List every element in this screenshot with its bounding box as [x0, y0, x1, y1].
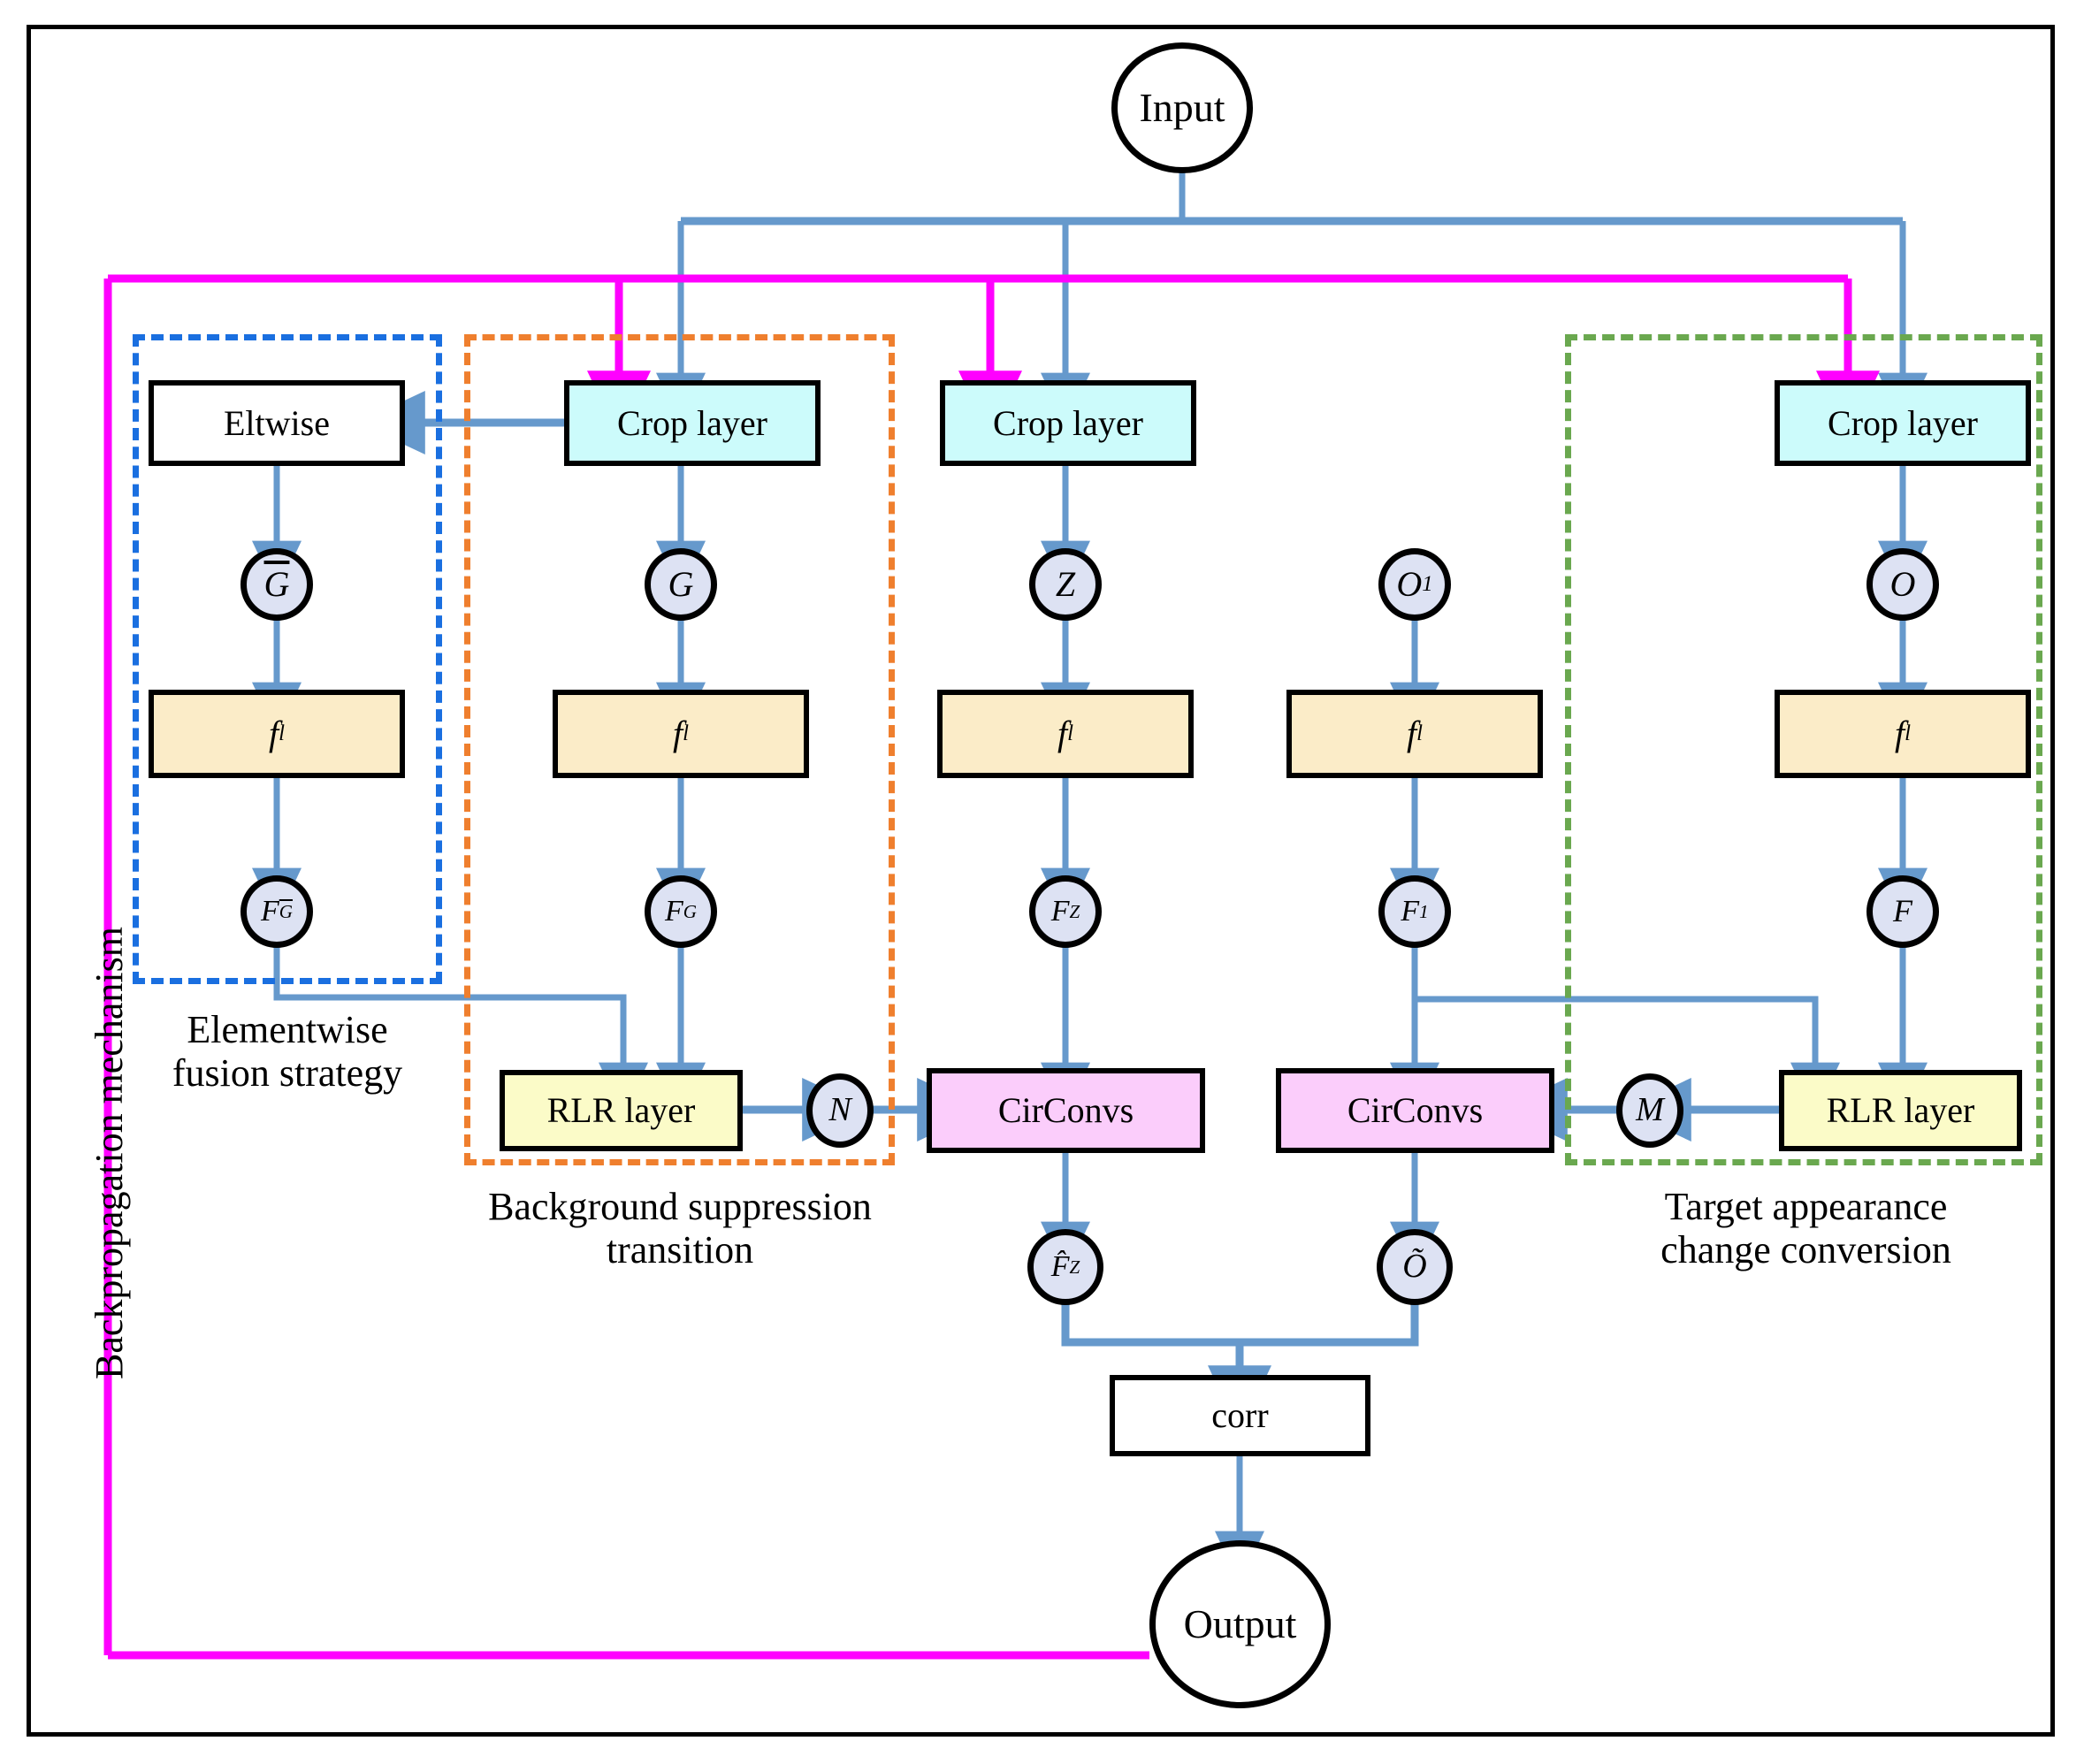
- rlr-layer-left-label: RLR layer: [546, 1090, 696, 1130]
- output-label: Output: [1183, 1600, 1297, 1646]
- circonvs-right[interactable]: CirConvs: [1276, 1068, 1554, 1153]
- crop-layer-label-z: Crop layer: [993, 402, 1143, 443]
- fl-base-5: f: [1894, 714, 1905, 753]
- tensor-m-label: M: [1636, 1091, 1664, 1129]
- tensor-gbar[interactable]: G: [240, 548, 313, 621]
- caption-target-line2: change conversion: [1660, 1228, 1951, 1272]
- feature-f-z-sub: Z: [1069, 900, 1080, 922]
- fl-base-3: f: [1057, 714, 1068, 753]
- caption-background-line2: transition: [606, 1228, 754, 1272]
- caption-target-appearance: Target appearance change conversion: [1565, 1185, 2047, 1272]
- fl-base-2: f: [672, 714, 683, 753]
- feature-f-label: F: [1893, 893, 1912, 929]
- caption-background-line1: Background suppression: [488, 1185, 872, 1228]
- tensor-o[interactable]: O: [1866, 548, 1939, 621]
- caption-background-suppression: Background suppression transition: [438, 1185, 922, 1272]
- tensor-gbar-label: G: [263, 564, 290, 604]
- fl-exp-3: l: [1067, 721, 1073, 745]
- feature-f-1-sub: 1: [1419, 900, 1429, 922]
- tensor-o-label: O: [1889, 564, 1916, 604]
- region-target-appearance: [1565, 334, 2042, 1165]
- circonvs-left-label: CirConvs: [997, 1090, 1134, 1130]
- fl-exp-2: l: [683, 721, 689, 745]
- fl-base-4: f: [1406, 714, 1417, 753]
- input-label: Input: [1139, 84, 1225, 130]
- output-node[interactable]: Output: [1149, 1540, 1331, 1708]
- region-elementwise-fusion: [133, 334, 442, 984]
- caption-elementwise-line1: Elementwise: [187, 1008, 388, 1051]
- feature-o-tilde-label: Õ: [1402, 1248, 1427, 1286]
- circonvs-left[interactable]: CirConvs: [927, 1068, 1205, 1153]
- circonvs-right-label: CirConvs: [1347, 1090, 1484, 1130]
- feature-f-gbar-base: F: [260, 895, 279, 928]
- rlr-layer-right[interactable]: RLR layer: [1779, 1070, 2022, 1151]
- crop-layer-block-o[interactable]: Crop layer: [1775, 380, 2031, 466]
- input-node[interactable]: Input: [1111, 42, 1253, 173]
- tensor-m[interactable]: M: [1616, 1073, 1683, 1148]
- feature-f-hat-z-sub: Z: [1069, 1256, 1080, 1278]
- caption-elementwise-line2: fusion strategy: [172, 1051, 403, 1096]
- tensor-o1-sub: 1: [1422, 571, 1433, 596]
- tensor-g[interactable]: G: [645, 548, 717, 621]
- tensor-n[interactable]: N: [806, 1073, 874, 1148]
- tensor-g-label: G: [668, 564, 694, 604]
- crop-layer-label-o: Crop layer: [1828, 402, 1978, 443]
- caption-target-line1: Target appearance: [1664, 1185, 1948, 1228]
- corr-label: corr: [1211, 1395, 1269, 1435]
- rlr-layer-right-label: RLR layer: [1826, 1090, 1975, 1130]
- feature-f-hat-z[interactable]: F̂Z: [1027, 1229, 1103, 1305]
- tensor-z[interactable]: Z: [1029, 548, 1102, 621]
- feature-f[interactable]: F: [1866, 875, 1939, 948]
- fl-exp-5: l: [1905, 721, 1911, 745]
- feature-o-tilde[interactable]: Õ: [1377, 1229, 1453, 1305]
- eltwise-label: Eltwise: [224, 402, 330, 443]
- feature-f-g-base: F: [664, 895, 683, 928]
- feature-f-z-base: F: [1050, 895, 1070, 928]
- feature-f-hat-z-base: F̂: [1050, 1250, 1070, 1284]
- diagram-outer-frame: [27, 25, 2055, 1737]
- crop-layer-block-g[interactable]: Crop layer: [564, 380, 821, 466]
- tensor-o1-base: O: [1396, 564, 1423, 604]
- fl-base-1: f: [268, 714, 279, 753]
- feature-f-1-base: F: [1401, 895, 1420, 928]
- feature-f-gbar-sub: G: [279, 900, 293, 922]
- backpropagation-mechanism-label: Backpropagation mechanism: [88, 927, 131, 1379]
- crop-layer-label-g: Crop layer: [617, 402, 767, 443]
- eltwise-block[interactable]: Eltwise: [149, 380, 405, 466]
- tensor-n-label: N: [828, 1091, 851, 1129]
- crop-layer-block-z[interactable]: Crop layer: [940, 380, 1196, 466]
- fl-exp-4: l: [1416, 721, 1423, 745]
- feature-f-g-sub: G: [683, 900, 697, 922]
- region-background-suppression: [464, 334, 895, 1165]
- fl-exp-1: l: [279, 721, 285, 745]
- tensor-z-label: Z: [1055, 564, 1076, 604]
- corr-block[interactable]: corr: [1110, 1375, 1370, 1456]
- rlr-layer-left[interactable]: RLR layer: [500, 1070, 743, 1151]
- caption-elementwise-fusion: Elementwise fusion strategy: [133, 1008, 442, 1096]
